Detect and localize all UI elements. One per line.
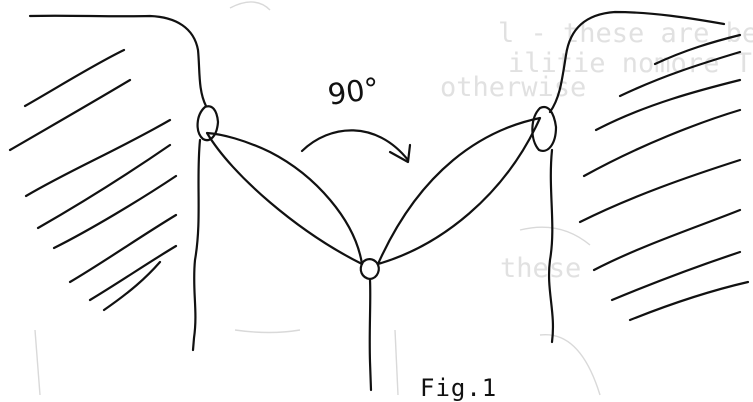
rotation-arrow-arc — [302, 130, 408, 160]
left-wall-hatch — [10, 50, 176, 310]
hinge-fins — [207, 118, 540, 264]
rotation-arrow — [302, 130, 410, 162]
left-wall-top-edge — [30, 16, 206, 106]
left-fin — [207, 133, 362, 264]
right-fin — [378, 118, 540, 264]
right-wall-face — [549, 150, 553, 342]
left-wall-face — [193, 140, 200, 350]
center-stem — [370, 280, 371, 390]
center-pivot — [361, 259, 379, 279]
svg-text:these: these — [500, 253, 581, 284]
figure-caption: Fig.1 — [420, 374, 497, 402]
svg-text:otherwise: otherwise — [440, 72, 586, 103]
left-wall — [10, 16, 206, 350]
angle-label: 90° — [326, 71, 382, 112]
